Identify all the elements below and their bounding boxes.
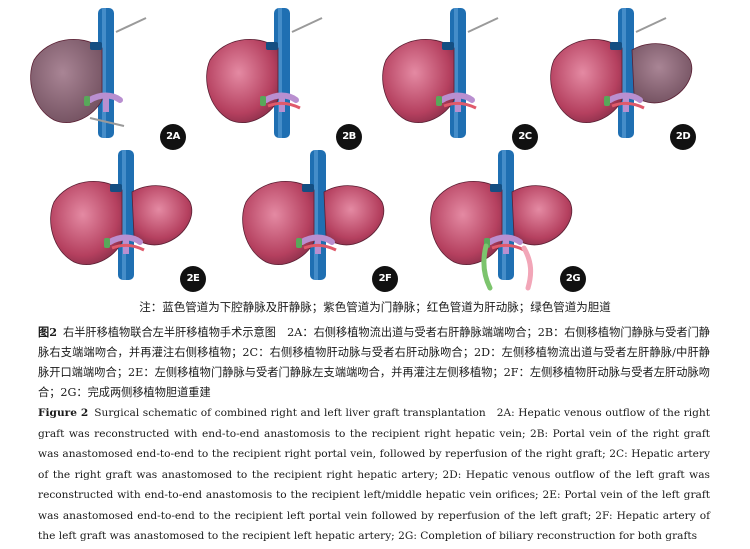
vascular-clamp [635, 17, 667, 33]
hepatic-vein-outflow [266, 42, 278, 50]
panel-label: 2F [372, 266, 398, 292]
hepatic-artery [611, 101, 645, 110]
panel-label: 2A [160, 124, 186, 150]
left-lobe-graft [323, 185, 385, 246]
caption-en-figure-number: Figure 2 [38, 407, 89, 419]
right-lobe-graft [50, 181, 123, 265]
hepatic-vein-outflow [490, 184, 502, 192]
panel-label: 2C [512, 124, 538, 150]
hepatic-vein-outflow [110, 184, 122, 192]
vena-cava-highlight [122, 150, 126, 280]
right-lobe-graft [206, 39, 279, 123]
hepatic-vein-outflow [442, 42, 454, 50]
panel-2b: 2B [196, 8, 366, 158]
vascular-clamp [115, 17, 147, 33]
hepatic-artery [303, 243, 337, 252]
bile-duct [296, 238, 302, 248]
vena-cava-highlight [454, 8, 458, 138]
hepatic-artery [111, 243, 145, 252]
portal-vein [299, 234, 335, 245]
vascular-clamp [291, 17, 323, 33]
liver-illustration [242, 150, 385, 280]
portal-vein [487, 234, 523, 245]
left-lobe-graft [511, 185, 573, 246]
panel-2e: 2E [40, 150, 210, 300]
hepatic-artery [491, 243, 525, 252]
liver-illustration [30, 8, 147, 138]
bile-duct [84, 96, 90, 106]
right-lobe-graft [382, 39, 455, 123]
panel-2f: 2F [232, 150, 402, 300]
panel-label: 2B [336, 124, 362, 150]
portal-vein [107, 234, 143, 245]
caption-cn-text: 右半肝移植物联合左半肝移植物手术示意图 2A：右侧移植物流出道与受者右肝静脉端端… [38, 326, 710, 399]
liver-illustration [382, 8, 499, 138]
panel-2d: 2D [540, 8, 710, 158]
vena-cava-highlight [314, 150, 318, 280]
vena-cava-highlight [622, 8, 626, 138]
right-lobe-graft [550, 39, 623, 123]
figure-color-note: 注：蓝色管道为下腔静脉及肝静脉；紫色管道为门静脉；红色管道为肝动脉；绿色管道为胆… [139, 300, 611, 314]
liver-illustration [206, 8, 323, 138]
bile-duct-reconstruction [481, 243, 493, 291]
bile-duct [604, 96, 610, 106]
vascular-clamp-lower [89, 117, 125, 127]
vena-cava-highlight [502, 150, 506, 280]
portal-vein [607, 92, 643, 103]
panel-2a: 2A [20, 8, 190, 158]
liver-illustration [430, 150, 573, 291]
vascular-clamp [467, 17, 499, 33]
right-lobe-graft [430, 181, 503, 265]
vena-cava-highlight [278, 8, 282, 138]
vena-cava-highlight [102, 8, 106, 138]
panel-label: 2D [670, 124, 696, 150]
bile-duct [436, 96, 442, 106]
left-lobe-graft [131, 185, 193, 246]
hepatic-artery [443, 101, 477, 110]
portal-vein [439, 92, 475, 103]
bile-duct [104, 238, 110, 248]
portal-vein [263, 92, 299, 103]
hepatic-vein-outflow [90, 42, 102, 50]
hepatic-vein-outflow [610, 42, 622, 50]
hepatic-vein-outflow [302, 184, 314, 192]
hepatic-artery [267, 101, 301, 110]
bile-duct-reconstruction-left [521, 245, 534, 291]
caption-en-text: Surgical schematic of combined right and… [38, 407, 710, 542]
left-lobe-graft [631, 43, 693, 104]
surgical-schematic-figure: 2A 2B 2C 2D 2E 2F 2G [20, 8, 710, 292]
liver-illustration [550, 8, 693, 138]
caption-cn-figure-number: 图2 [38, 325, 57, 339]
bile-duct [260, 96, 266, 106]
right-lobe-graft [30, 39, 103, 123]
liver-illustration [50, 150, 193, 280]
portal-vein [87, 92, 123, 103]
panel-2c: 2C [372, 8, 542, 158]
panel-label: 2G [560, 266, 586, 292]
panel-2g: 2G [420, 150, 590, 300]
panel-label: 2E [180, 266, 206, 292]
right-lobe-graft [242, 181, 315, 265]
